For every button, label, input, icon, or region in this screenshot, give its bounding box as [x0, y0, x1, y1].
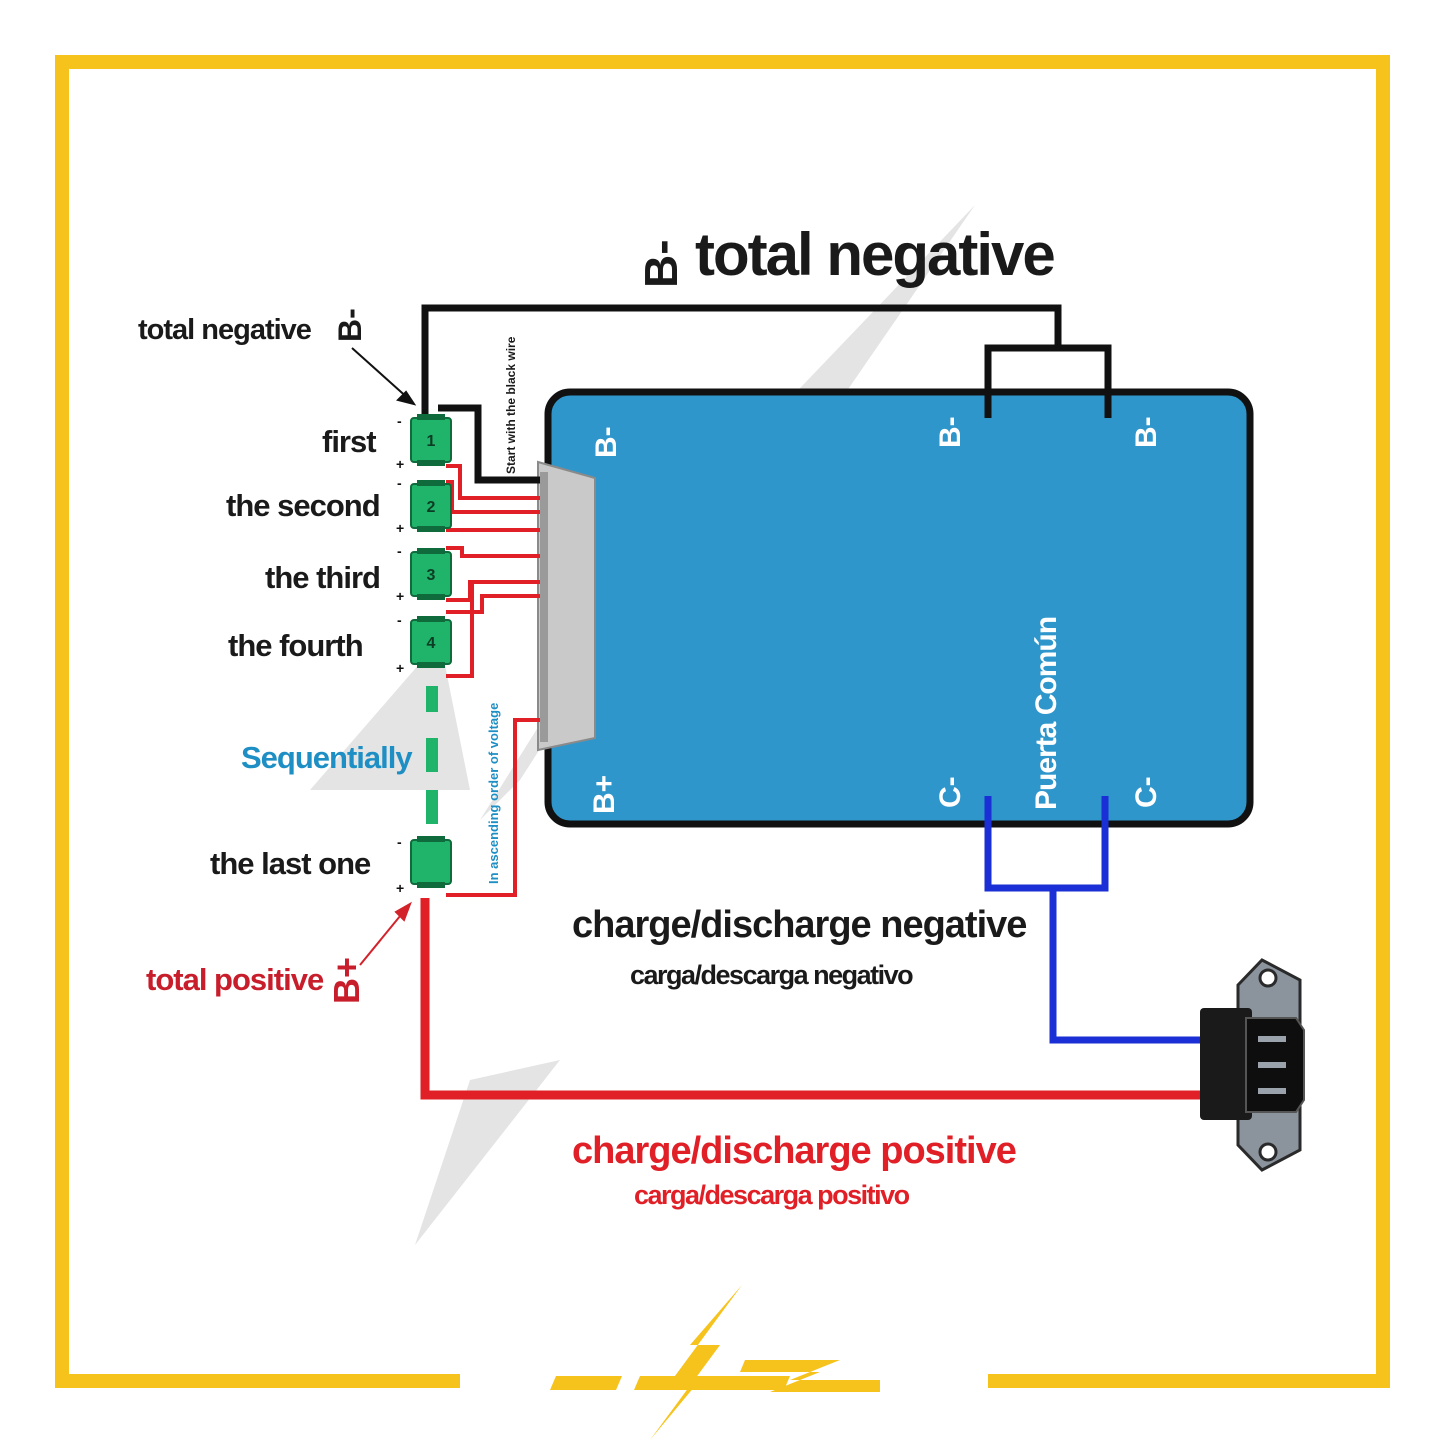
- battery-cell-number: 4: [427, 635, 436, 652]
- blue-negative-wire: [984, 796, 1200, 1044]
- power-connector-icon: [1200, 958, 1305, 1172]
- cell-last-neg: -: [397, 834, 402, 850]
- note-start-black-wire: Start with the black wire: [504, 336, 518, 474]
- cell3-pos: +: [396, 588, 405, 604]
- label-pos-en: charge/discharge positive: [572, 1130, 1017, 1172]
- label-neg-en: charge/discharge negative: [572, 904, 1027, 946]
- battery-cells: 1 2 3 4: [410, 414, 452, 888]
- battery-cell-1: 1: [410, 414, 452, 466]
- cell4-pos: +: [396, 660, 405, 676]
- cell4-neg: -: [397, 612, 402, 628]
- label-total-positive-symbol: B+: [326, 956, 367, 1004]
- cell-last-pos: +: [396, 880, 405, 896]
- label-neg-es: carga/descarga negativo: [630, 960, 914, 990]
- battery-cell-2: 2: [410, 480, 452, 532]
- label-second: the second: [226, 488, 381, 523]
- brand-logo: [550, 1285, 880, 1440]
- red-positive-wire: [420, 898, 1200, 1100]
- heading-total-negative: total negative: [695, 221, 1056, 288]
- battery-cell-4: 4: [410, 616, 452, 668]
- black-total-negative-wire: [421, 304, 1112, 484]
- battery-cell-3: 3: [410, 548, 452, 600]
- cell1-neg: -: [397, 413, 402, 429]
- battery-cell-number: 1: [427, 433, 436, 450]
- board-b-plus: B+: [588, 774, 621, 814]
- label-fourth: the fourth: [228, 628, 364, 663]
- cell2-pos: +: [396, 520, 405, 536]
- yellow-frame: [55, 55, 1390, 1388]
- cell1-pos: +: [396, 456, 405, 472]
- battery-cell-5: [410, 836, 452, 888]
- bms-board: [544, 388, 1254, 828]
- battery-cell-number: 3: [427, 567, 436, 584]
- sequential-dashes: [426, 686, 438, 824]
- cell3-neg: -: [397, 543, 402, 559]
- battery-cell-number: 2: [427, 499, 436, 516]
- red-balance-wires: [446, 464, 540, 897]
- board-common-port: Puerta Común: [1030, 616, 1063, 810]
- board-b-minus-left: B-: [590, 426, 623, 458]
- label-pos-es: carga/descarga positivo: [634, 1180, 910, 1210]
- label-total-negative-symbol: B-: [332, 308, 368, 342]
- board-b-minus-top2: B-: [1130, 416, 1163, 448]
- note-ascending-order: In ascending order of voltage: [486, 702, 501, 884]
- label-sequentially: Sequentially: [241, 740, 413, 775]
- board-c-minus-2: C-: [1130, 776, 1163, 808]
- heading-b-minus: B-: [635, 239, 687, 288]
- board-c-minus-1: C-: [934, 776, 967, 808]
- label-total-negative: total negative: [138, 314, 312, 346]
- cell2-neg: -: [397, 475, 402, 491]
- label-first: first: [322, 424, 377, 459]
- board-b-minus-top1: B-: [934, 416, 967, 448]
- red-arrow: [359, 901, 412, 966]
- balance-connector: [537, 460, 596, 752]
- arrows: [351, 347, 417, 406]
- label-last: the last one: [210, 846, 371, 881]
- label-total-positive: total positive: [146, 962, 324, 997]
- label-third: the third: [265, 560, 381, 595]
